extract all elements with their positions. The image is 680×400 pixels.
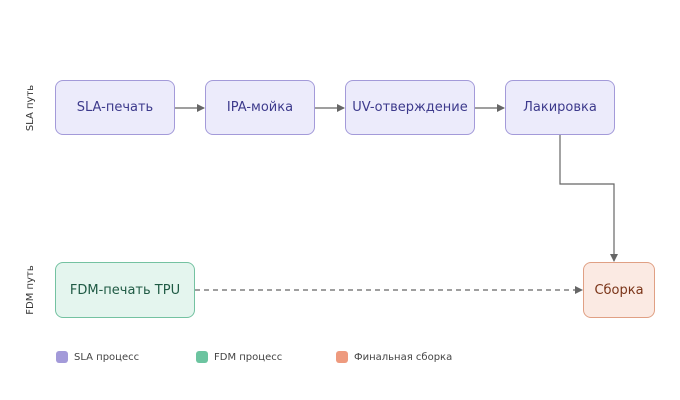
legend-item-sla: SLA процесс bbox=[56, 351, 139, 363]
node-fdm-print[interactable]: FDM-печать TPU bbox=[55, 262, 195, 318]
node-assembly-label: Сборка bbox=[594, 282, 644, 298]
legend-swatch-sla bbox=[56, 351, 68, 363]
lane-label-sla: SLA путь bbox=[25, 84, 36, 132]
legend-swatch-fdm bbox=[196, 351, 208, 363]
node-lacquer-label: Лакировка bbox=[523, 100, 597, 115]
legend-item-fdm: FDM процесс bbox=[196, 351, 282, 363]
legend-label-final: Финальная сборка bbox=[354, 351, 453, 363]
node-fdm-print-label: FDM-печать TPU bbox=[69, 282, 181, 298]
legend-label-fdm: FDM процесс bbox=[214, 351, 283, 363]
node-uv-cure-label: UV-отверждение bbox=[352, 100, 468, 115]
legend-label-sla: SLA процесс bbox=[74, 351, 140, 363]
lane-label-fdm: FDM путь bbox=[25, 265, 36, 315]
node-ipa-wash-label: IPA-мойка bbox=[226, 100, 294, 115]
node-sla-print[interactable]: SLA-печать bbox=[55, 80, 175, 135]
node-ipa-wash[interactable]: IPA-мойка bbox=[205, 80, 315, 135]
node-sla-print-label: SLA-печать bbox=[76, 100, 154, 115]
legend-item-final: Финальная сборка bbox=[336, 351, 452, 363]
node-uv-cure[interactable]: UV-отверждение bbox=[345, 80, 475, 135]
node-assembly[interactable]: Сборка bbox=[583, 262, 655, 318]
arrow-lacquer-to-assembly bbox=[559, 135, 618, 262]
node-lacquer[interactable]: Лакировка bbox=[505, 80, 615, 135]
legend-swatch-final bbox=[336, 351, 348, 363]
